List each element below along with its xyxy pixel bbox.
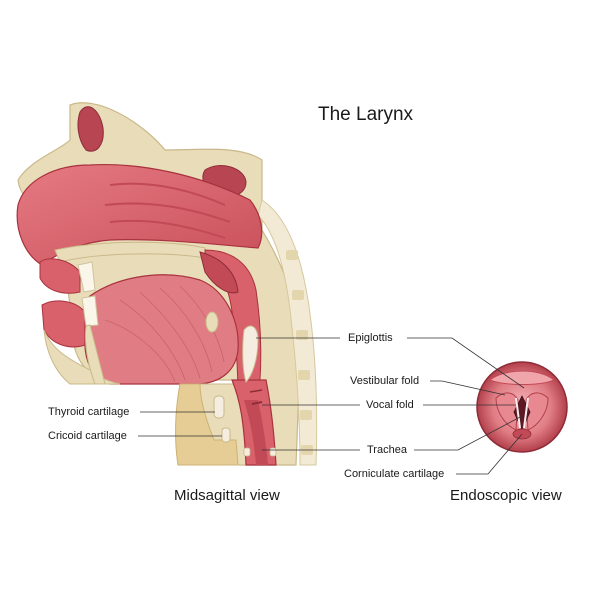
- cricoid-cartilage-shape: [221, 427, 231, 443]
- endo-vocal-fold-left: [515, 397, 521, 429]
- label-vocal-fold: Vocal fold: [366, 399, 414, 411]
- label-thyroid-cartilage: Thyroid cartilage: [48, 406, 130, 418]
- upper-tooth: [77, 261, 96, 293]
- soft-palate: [199, 251, 239, 294]
- leader-trachea-right: [414, 415, 523, 451]
- lower-tooth: [81, 295, 99, 327]
- leader-epiglottis-right: [407, 337, 525, 389]
- nasal-conchae: [104, 182, 231, 239]
- label-cricoid-cartilage: Cricoid cartilage: [48, 430, 127, 442]
- chin: [43, 329, 121, 385]
- caption-endoscopic-view: Endoscopic view: [450, 487, 562, 504]
- thyroid-cartilage-shape: [213, 395, 225, 419]
- spine: [257, 199, 318, 466]
- endo-epiglottis: [489, 370, 555, 385]
- upper-lip: [39, 258, 81, 294]
- trachea-lumen: [244, 400, 268, 465]
- lower-lip: [41, 300, 86, 348]
- caption-midsagittal-view: Midsagittal view: [174, 487, 280, 504]
- epiglottis-shape: [242, 325, 259, 383]
- label-epiglottis: Epiglottis: [348, 332, 393, 344]
- label-corniculate-cartilage: Corniculate cartilage: [344, 468, 445, 480]
- vestibular-mark: [249, 389, 263, 393]
- frontal-sinus: [77, 106, 104, 152]
- vocal-fold-mark: [251, 401, 263, 405]
- neck-front: [175, 383, 239, 466]
- mandible: [85, 324, 106, 385]
- hyoid-bone: [205, 311, 219, 333]
- label-vestibular-fold: Vestibular fold: [350, 375, 420, 387]
- vertebra-marks: [286, 250, 313, 455]
- label-trachea: Trachea: [367, 444, 407, 456]
- leader-vestibular: [430, 380, 506, 396]
- leader-lines: [138, 337, 525, 475]
- diagram-title: The Larynx: [318, 104, 414, 125]
- endoscopic-illustration: [476, 361, 568, 453]
- leader-corniculate: [456, 433, 523, 475]
- endo-vocal-fold-right: [523, 397, 529, 429]
